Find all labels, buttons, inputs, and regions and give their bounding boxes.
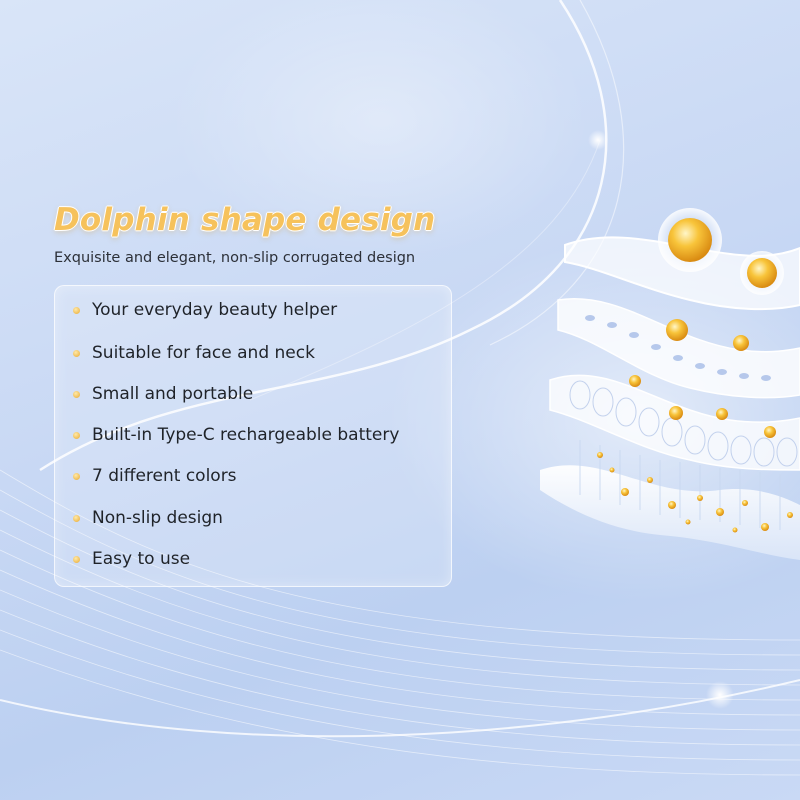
feature-text: Your everyday beauty helper [92, 300, 338, 320]
subtitle: Exquisite and elegant, non-slip corrugat… [54, 250, 416, 266]
feature-item: Suitable for face and neck [73, 341, 315, 365]
feature-item: Non-slip design [73, 506, 223, 530]
feature-item: 7 different colors [73, 464, 237, 488]
feature-text: Built-in Type-C rechargeable battery [92, 425, 400, 445]
bullet-dot-icon [73, 555, 80, 563]
feature-text: Easy to use [92, 549, 191, 569]
skin-layers-illustration [540, 208, 800, 560]
feature-item: Small and portable [73, 382, 253, 406]
bullet-dot-icon [73, 390, 80, 398]
bullet-dot-icon [73, 349, 80, 357]
bullet-dot-icon [73, 514, 80, 522]
page-title: Dolphin shape design [54, 202, 436, 238]
features-panel: Your everyday beauty helper Suitable for… [54, 285, 452, 587]
bullet-dot-icon [73, 472, 80, 480]
feature-item: Easy to use [73, 547, 190, 571]
bullet-dot-icon [73, 431, 80, 439]
feature-text: Small and portable [92, 384, 254, 404]
feature-text: 7 different colors [92, 466, 237, 486]
feature-text: Suitable for face and neck [92, 343, 315, 363]
feature-text: Non-slip design [92, 508, 223, 528]
bullet-dot-icon [73, 306, 80, 314]
feature-item: Built-in Type-C rechargeable battery [73, 423, 399, 447]
feature-item: Your everyday beauty helper [73, 298, 337, 322]
